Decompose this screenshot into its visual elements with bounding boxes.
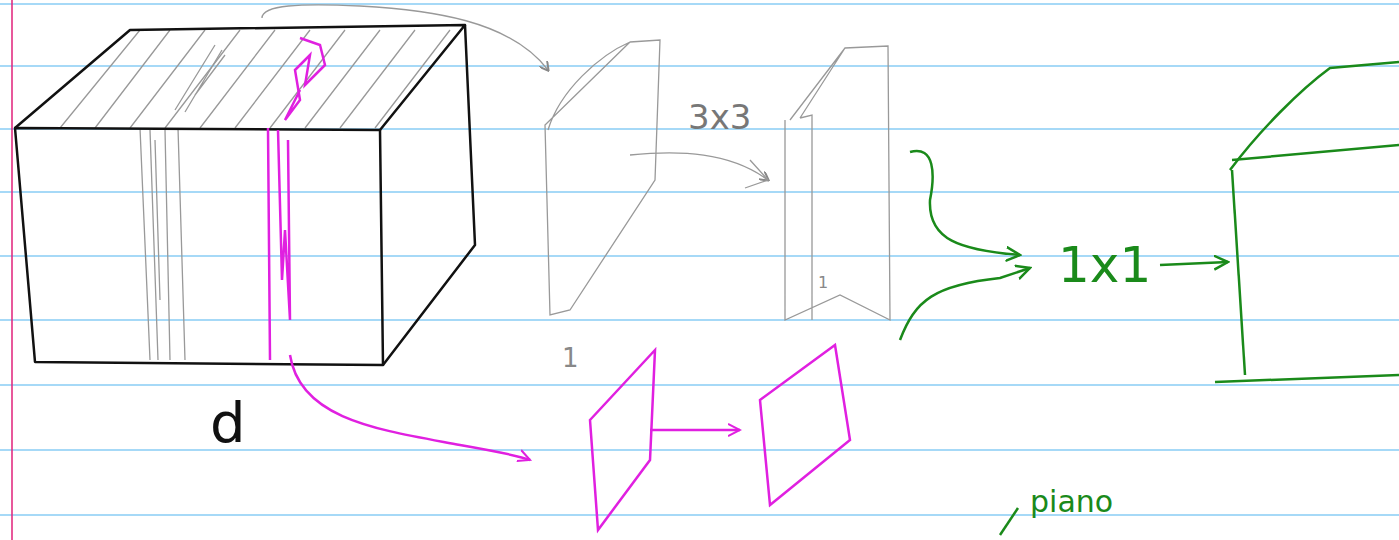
kernel-size-label: 1x1 — [1058, 240, 1151, 290]
depth-label: 1 — [562, 345, 579, 371]
depth-label: d — [210, 395, 246, 451]
note-label: piano — [1030, 487, 1113, 517]
kernel-size-label: 3x3 — [688, 100, 751, 134]
depth-label: 1 — [818, 275, 828, 291]
